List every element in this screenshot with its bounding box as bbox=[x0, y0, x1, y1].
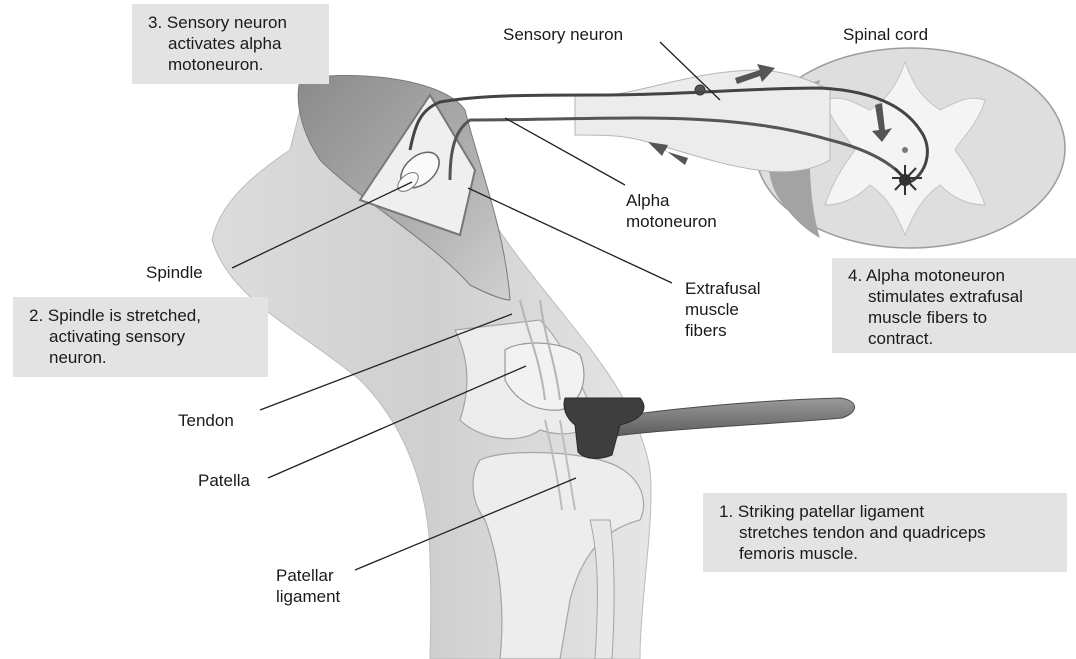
step-4-line-1: 4. Alpha motoneuron bbox=[848, 265, 1076, 286]
step-1-line-1: 1. Striking patellar ligament bbox=[719, 501, 1067, 522]
label-alpha-motoneuron-line-2: motoneuron bbox=[626, 211, 717, 232]
label-extrafusal-line-1: Extrafusal bbox=[685, 278, 761, 299]
label-spinal-cord: Spinal cord bbox=[843, 24, 928, 45]
label-alpha-motoneuron-line-1: Alpha bbox=[626, 190, 717, 211]
step-2-box: 2. Spindle is stretched, activating sens… bbox=[13, 297, 268, 377]
label-extrafusal-line-3: fibers bbox=[685, 320, 761, 341]
label-extrafusal: Extrafusal muscle fibers bbox=[685, 278, 761, 341]
step-4-line-2: stimulates extrafusal bbox=[848, 286, 1076, 307]
step-4-line-3: muscle fibers to bbox=[848, 307, 1076, 328]
step-3-line-1: 3. Sensory neuron bbox=[148, 12, 329, 33]
step-3-line-2: activates alpha bbox=[148, 33, 329, 54]
step-1-box: 1. Striking patellar ligament stretches … bbox=[703, 493, 1067, 572]
step-4-box: 4. Alpha motoneuron stimulates extrafusa… bbox=[832, 258, 1076, 353]
label-spindle: Spindle bbox=[146, 262, 203, 283]
step-2-line-3: neuron. bbox=[29, 347, 268, 368]
label-extrafusal-line-2: muscle bbox=[685, 299, 761, 320]
label-patellar-ligament-line-1: Patellar bbox=[276, 565, 340, 586]
step-1-line-2: stretches tendon and quadriceps bbox=[719, 522, 1067, 543]
step-2-line-1: 2. Spindle is stretched, bbox=[29, 305, 268, 326]
label-patellar-ligament-line-2: ligament bbox=[276, 586, 340, 607]
label-patella: Patella bbox=[198, 470, 250, 491]
label-tendon: Tendon bbox=[178, 410, 234, 431]
step-3-box: 3. Sensory neuron activates alpha motone… bbox=[132, 4, 329, 84]
label-alpha-motoneuron: Alpha motoneuron bbox=[626, 190, 717, 232]
label-patellar-ligament: Patellar ligament bbox=[276, 565, 340, 607]
step-3-line-3: motoneuron. bbox=[148, 54, 329, 75]
label-sensory-neuron: Sensory neuron bbox=[503, 24, 623, 45]
step-4-line-4: contract. bbox=[848, 328, 1076, 349]
step-1-line-3: femoris muscle. bbox=[719, 543, 1067, 564]
step-2-line-2: activating sensory bbox=[29, 326, 268, 347]
